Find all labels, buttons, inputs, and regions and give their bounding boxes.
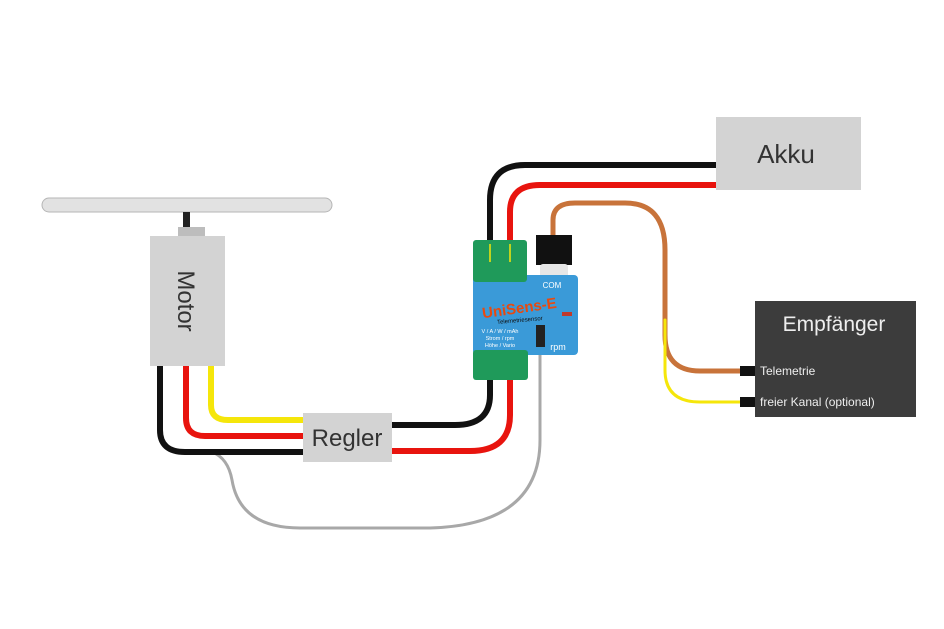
com-label: COM [543, 281, 562, 290]
rpm-sensor-plug [536, 325, 545, 347]
sensor-body [473, 275, 578, 355]
motor-box [150, 236, 225, 366]
sensor-line1: V / A / W / mAh [482, 329, 519, 335]
wire-motor-red [183, 363, 306, 439]
motor-label: Motor [172, 270, 199, 331]
wire-regler-black [389, 375, 493, 428]
regler-box [303, 413, 392, 462]
wire-akku-red [507, 182, 719, 245]
wire-telemetry-orange [550, 200, 745, 374]
unisens-e-module: COM UniSens-E Telemetriesensor V / A / W… [473, 235, 578, 380]
wire-motor-yellow [208, 363, 306, 423]
com-connector-plug [540, 264, 568, 278]
motor-shaft [183, 212, 190, 230]
wire-motor-black [157, 363, 306, 455]
receiver-box [755, 301, 916, 417]
rpm-label: rpm [550, 342, 566, 352]
wire-akku-black [487, 162, 719, 245]
sensor-line3: Höhe / Vario [485, 343, 515, 349]
receiver-port-channel [740, 397, 756, 407]
sensor-subtitle: Telemetriesensor [497, 316, 543, 326]
sensor-line2: Strom / rpm [486, 336, 515, 342]
receiver-title: Empfänger [783, 313, 886, 336]
power-connector-top [473, 240, 527, 282]
receiver-channel-label: freier Kanal (optional) [760, 395, 875, 409]
motor-cap [178, 227, 205, 237]
power-connector-bottom [473, 350, 528, 380]
wire-channel-yellow [663, 318, 744, 404]
receiver-telemetry-label: Telemetrie [760, 364, 816, 378]
akku-box [716, 117, 861, 190]
propeller [41, 197, 333, 213]
receiver-port-telemetry [740, 366, 756, 376]
wires [157, 162, 745, 530]
regler-label: Regler [312, 425, 383, 452]
wire-regler-red [389, 375, 513, 454]
wire-grey-rpm [210, 343, 542, 530]
akku-label: Akku [757, 139, 815, 169]
com-connector [536, 235, 572, 265]
